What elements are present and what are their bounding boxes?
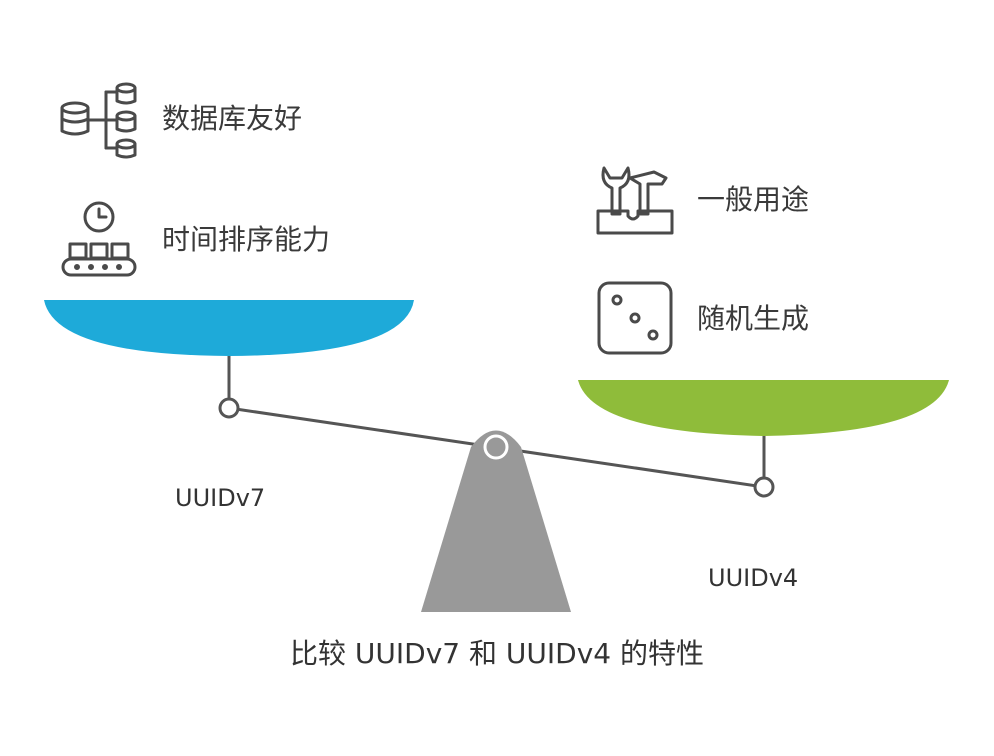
left-pivot-circle <box>218 397 240 419</box>
feature-label-random-generation: 随机生成 <box>697 302 810 335</box>
left-scale-pan <box>44 300 414 356</box>
clock-conveyor-icon <box>61 201 137 277</box>
feature-label-general-purpose: 一般用途 <box>697 183 810 216</box>
uuidv7-label: UUIDv7 <box>175 484 266 512</box>
uuidv4-label: UUIDv4 <box>708 564 799 592</box>
dice-icon <box>597 281 673 355</box>
feature-label-time-ordering: 时间排序能力 <box>162 223 331 256</box>
database-hierarchy-icon <box>60 82 137 159</box>
fulcrum <box>421 430 571 612</box>
fulcrum-pivot-circle <box>483 434 509 460</box>
tools-toolbox-icon <box>596 166 674 235</box>
right-pivot-circle <box>753 476 775 498</box>
feature-label-database-friendly: 数据库友好 <box>162 102 303 135</box>
right-scale-pan <box>578 380 949 436</box>
diagram-caption: 比较 UUIDv7 和 UUIDv4 的特性 <box>290 637 704 670</box>
